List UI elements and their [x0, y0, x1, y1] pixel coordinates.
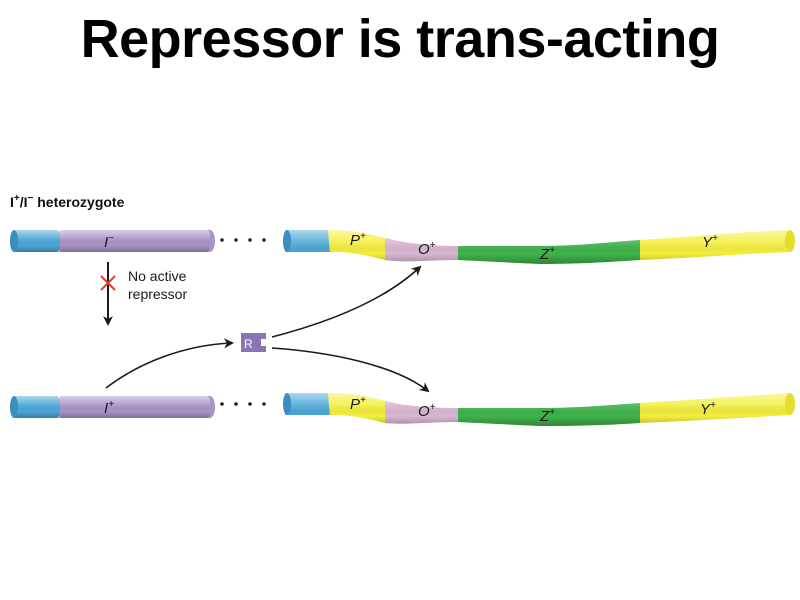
- dots-bottom: [220, 402, 266, 406]
- arrow-repressor-to-top-operator: [271, 265, 422, 338]
- annotation-line-2: repressor: [128, 286, 187, 302]
- gene-label-y-top: Y+: [702, 233, 718, 251]
- chromosome-top: I− P+ O+ Z+ Y+: [10, 230, 795, 264]
- regulator-gene-bottom: [10, 396, 215, 418]
- repressor-protein-icon: R: [241, 333, 266, 352]
- gene-label-o-bottom: O+: [418, 402, 436, 420]
- gene-label-o-top: O+: [418, 240, 436, 258]
- arrow-repressor-to-bottom-operator: [271, 347, 430, 393]
- gene-label-p-top: P+: [350, 231, 366, 249]
- gene-label-i-bottom: I+: [104, 399, 114, 417]
- page-title: Repressor is trans-acting: [80, 9, 720, 69]
- arrow-i-to-repressor: [105, 338, 234, 389]
- repressor-label: R: [244, 337, 253, 351]
- genotype-label: I+/I− heterozygote: [10, 193, 125, 210]
- chromosome-bottom: I+ P+ O+ Z+ Y+: [10, 393, 795, 426]
- gene-label-y-bottom: Y+: [700, 400, 716, 418]
- cross-mark-icon: [100, 275, 116, 291]
- dots-top: [220, 238, 266, 242]
- regulator-gene-top: [10, 230, 215, 252]
- gene-label-z-bottom: Z+: [539, 407, 555, 425]
- gene-label-p-bottom: P+: [350, 395, 366, 413]
- operon-top: [283, 230, 795, 264]
- annotation-line-1: No active: [128, 268, 187, 284]
- gene-label-i-top: I−: [104, 233, 114, 251]
- operon-bottom: [283, 393, 795, 426]
- gene-label-z-top: Z+: [539, 245, 555, 263]
